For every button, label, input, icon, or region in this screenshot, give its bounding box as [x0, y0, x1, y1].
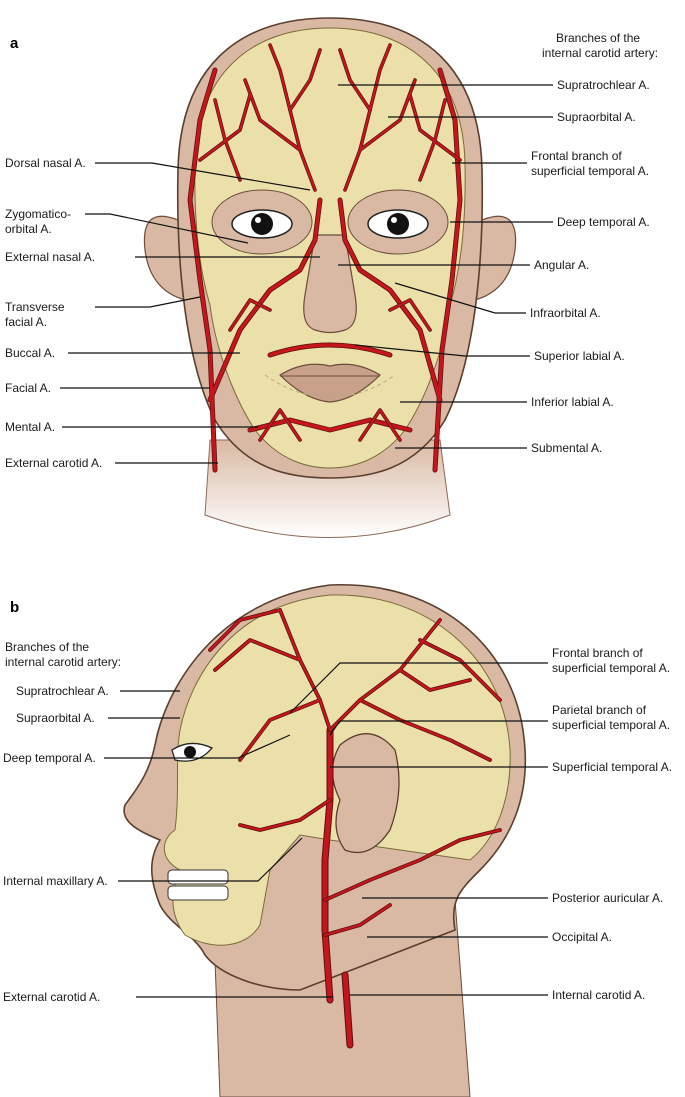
label-b-external-carotid: External carotid A.: [3, 990, 100, 1004]
leader-lines: [60, 84, 553, 998]
label-a-superior-labial: Superior labial A.: [534, 349, 625, 363]
label-a-buccal: Buccal A.: [5, 346, 55, 360]
label-a-external-nasal: External nasal A.: [5, 250, 95, 264]
right-ear-a: [474, 215, 517, 301]
label-b-frontal-branch-line2: superficial temporal A.: [552, 661, 670, 675]
label-b-superficial-temporal: Superficial temporal A.: [552, 760, 672, 774]
label-a-facial: Facial A.: [5, 381, 51, 395]
label-b-occipital: Occipital A.: [552, 930, 612, 944]
left-ear-a: [143, 215, 186, 301]
label-a-transverse-facial-line2: facial A.: [5, 315, 47, 329]
arteries-b: [208, 608, 502, 1049]
label-a-supratrochlear: Supratrochlear A.: [557, 78, 650, 92]
label-a-dorsal-nasal: Dorsal nasal A.: [5, 156, 86, 170]
left-eye-a: [231, 209, 293, 239]
label-a-supraorbital: Supraorbital A.: [557, 110, 636, 124]
label-b-parietal-branch-line1: Parietal branch of: [552, 703, 647, 717]
label-a-transverse-facial-line1: Transverse: [5, 300, 65, 314]
eye-b: [171, 742, 214, 762]
panel-a-figure: [143, 17, 517, 538]
label-a-frontal-branch-line2: superficial temporal A.: [531, 164, 649, 178]
label-b-internal-maxillary: Internal maxillary A.: [3, 874, 108, 888]
label-a-submental: Submental A.: [531, 441, 602, 455]
panel-a-letter: a: [10, 35, 19, 52]
panel-b-heading-line1: Branches of the: [5, 640, 89, 654]
label-a-deep-temporal: Deep temporal A.: [557, 215, 650, 229]
right-eye-a: [367, 209, 429, 239]
panel-a-heading-line1: Branches of the: [556, 31, 640, 45]
label-a-zygomatico-line1: Zygomatico-: [5, 207, 71, 221]
panel-b-letter: b: [10, 599, 19, 616]
label-b-posterior-auricular: Posterior auricular A.: [552, 891, 663, 905]
arteries-a: [187, 43, 463, 473]
label-a-infraorbital: Infraorbital A.: [530, 306, 601, 320]
label-b-deep-temporal: Deep temporal A.: [3, 751, 96, 765]
label-a-frontal-branch-line1: Frontal branch of: [531, 149, 622, 163]
label-a-external-carotid: External carotid A.: [5, 456, 102, 470]
panel-b-heading-line2: internal carotid artery:: [5, 655, 121, 669]
label-b-supraorbital: Supraorbital A.: [16, 711, 95, 725]
label-b-frontal-branch-line1: Frontal branch of: [552, 646, 643, 660]
panel-a-heading-line2: internal carotid artery:: [542, 46, 658, 60]
label-b-internal-carotid: Internal carotid A.: [552, 988, 645, 1002]
label-a-angular: Angular A.: [534, 258, 589, 272]
label-a-zygomatico-line2: orbital A.: [5, 222, 52, 236]
label-b-supratrochlear: Supratrochlear A.: [16, 684, 109, 698]
label-a-inferior-labial: Inferior labial A.: [531, 395, 614, 409]
nose-a: [303, 234, 357, 334]
lips-a: [279, 363, 381, 403]
label-b-parietal-branch-line2: superficial temporal A.: [552, 718, 670, 732]
panel-b-figure: [123, 584, 527, 1097]
ear-b: [331, 732, 400, 854]
label-a-mental: Mental A.: [5, 420, 55, 434]
